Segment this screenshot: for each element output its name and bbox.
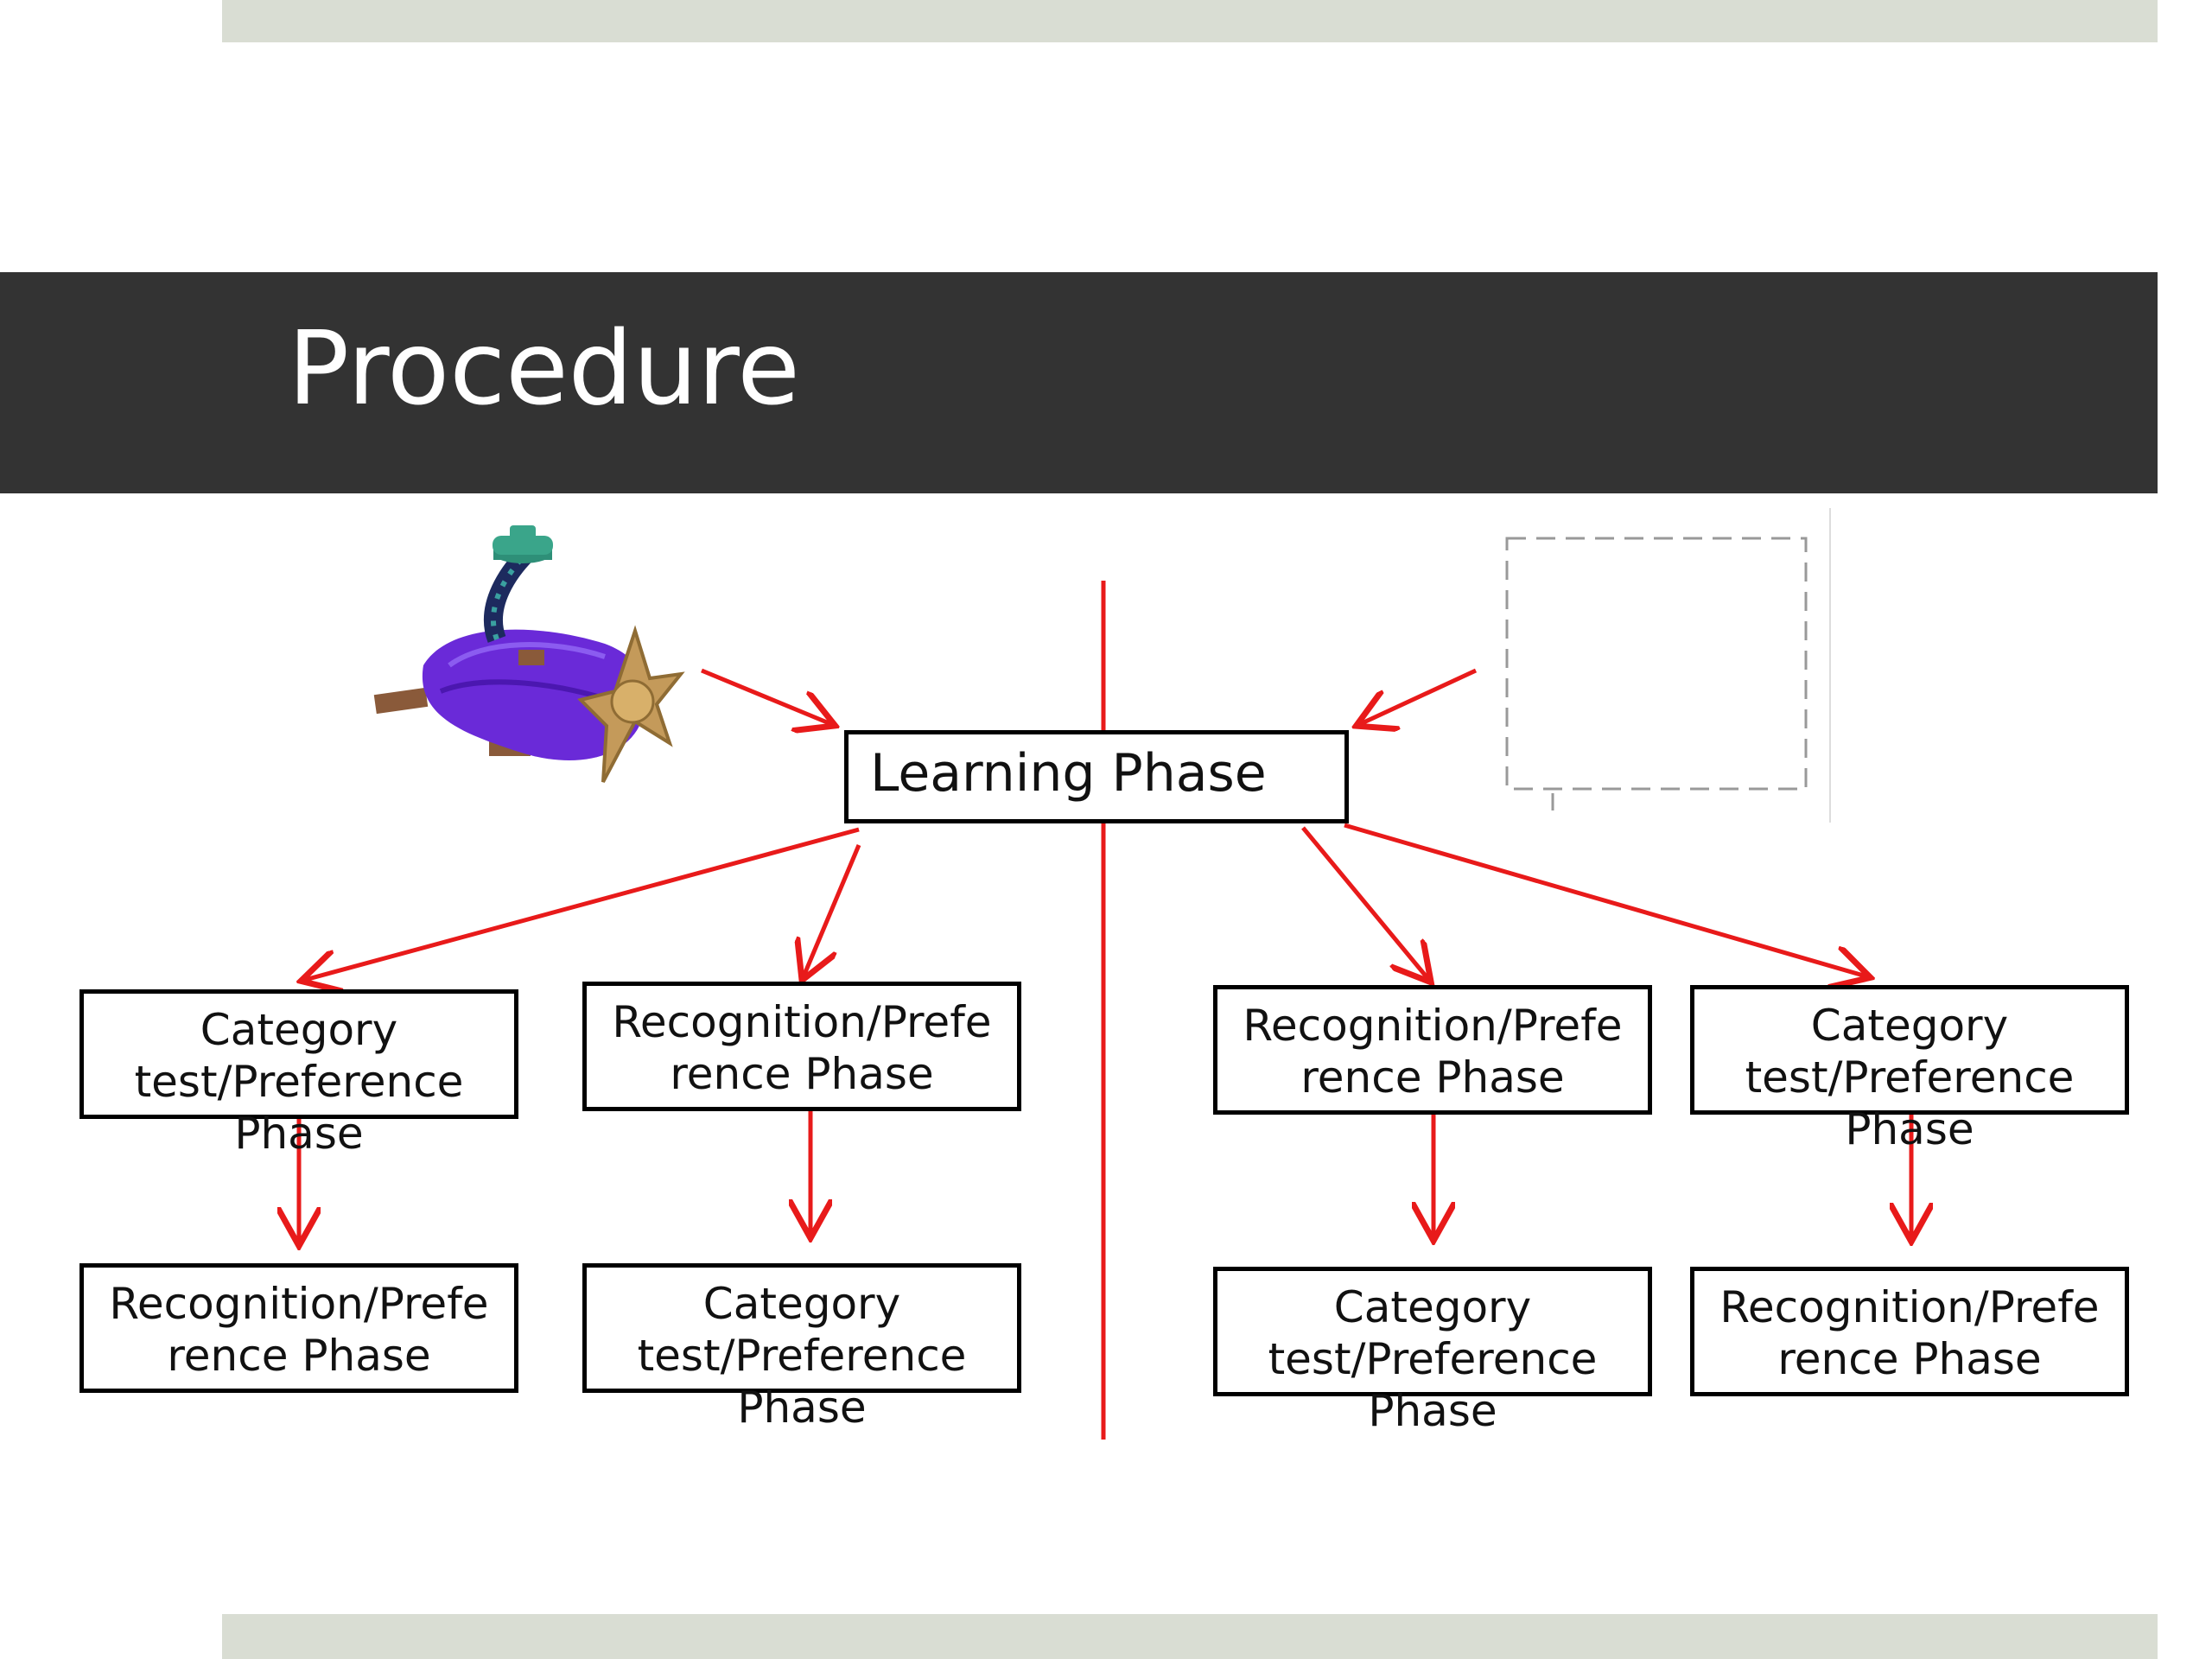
arrow-learning-to-left-branch-1: [305, 827, 860, 980]
arrow-image-right-to-learning: [1360, 668, 1478, 724]
top-accent-bar: [222, 0, 2158, 42]
arrow-image-left-to-learning: [701, 668, 831, 724]
learning-phase-label: Learning Phase: [870, 743, 1267, 804]
right-branch-1-bottom-label: Category test/Preference Phase: [1268, 1282, 1598, 1436]
left-branch-1-bottom-label: Recognition/Preference Phase: [109, 1279, 489, 1381]
right-branch-2-bottom-box: Recognition/Preference Phase: [1690, 1267, 2129, 1396]
left-branch-2-top-box: Recognition/Preference Phase: [582, 982, 1021, 1111]
bottom-accent-bar: [222, 1614, 2158, 1659]
left-branch-2-bottom-box: Category test/Preference Phase: [582, 1263, 1021, 1433]
right-branch-2-bottom-label: Recognition/Preference Phase: [1719, 1282, 2100, 1384]
right-branch-1-top-box: Recognition/Preference Phase: [1213, 985, 1652, 1115]
right-branch-1-bottom-box: Category test/Preference Phase: [1213, 1267, 1652, 1436]
arrow-learning-to-right-branch-2: [1344, 823, 1866, 976]
left-branch-1-top-label: Category test/Preference Phase: [134, 1005, 464, 1159]
arrow-learning-to-right-branch-1: [1301, 826, 1428, 979]
novel-object-icon: [373, 525, 685, 783]
learning-phase-box: Learning Phase: [844, 730, 1349, 823]
title-band: [0, 272, 2158, 493]
left-branch-1-top-box: Category test/Preference Phase: [79, 989, 518, 1159]
left-branch-2-bottom-label: Category test/Preference Phase: [637, 1279, 967, 1433]
empty-image-placeholder: [1505, 508, 1831, 823]
left-branch-2-top-label: Recognition/Preference Phase: [612, 997, 992, 1099]
right-branch-2-top-label: Category test/Preference Phase: [1745, 1001, 2075, 1154]
left-branch-1-bottom-box: Recognition/Preference Phase: [79, 1263, 518, 1393]
right-branch-1-top-label: Recognition/Preference Phase: [1243, 1001, 1623, 1103]
right-branch-2-top-box: Category test/Preference Phase: [1690, 985, 2129, 1154]
slide-title: Procedure: [288, 308, 800, 428]
arrow-learning-to-left-branch-2: [804, 844, 861, 976]
